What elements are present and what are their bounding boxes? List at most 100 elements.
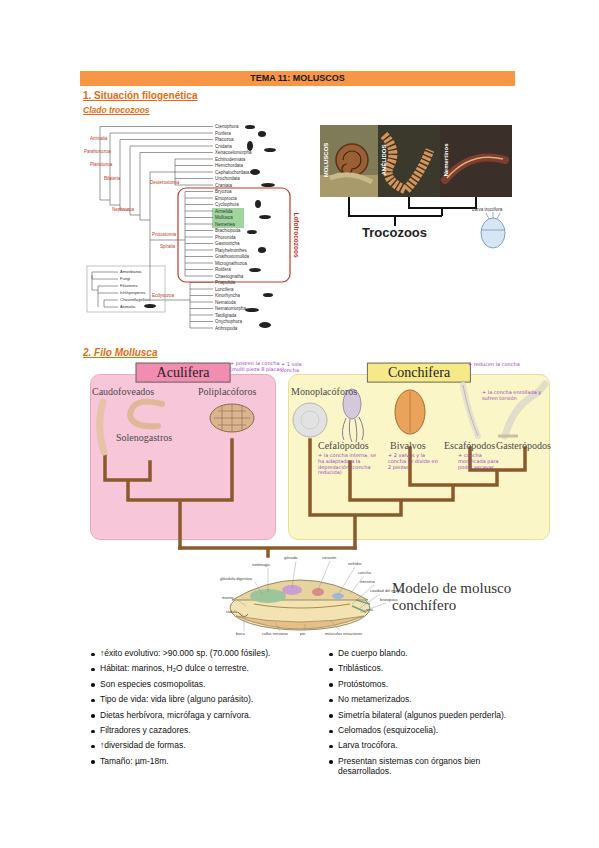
part-label: ano (366, 608, 373, 613)
clade-header: Aculifera (136, 363, 231, 383)
clade-label: Protostomia (152, 232, 176, 237)
taxon-label: Platyhelminthes (215, 248, 247, 253)
bullet-dot (91, 668, 95, 672)
part-label: nefridio (348, 562, 361, 567)
part-label: manto (222, 596, 233, 601)
photo-label: MOLUSCOS (323, 143, 330, 178)
title-band (80, 71, 515, 86)
handwritten-note: + 2 valvas y la concha se divide en 2 pi… (388, 453, 438, 470)
section-heading: 2. Filo Mollusca (83, 347, 157, 359)
part-label: gónada (284, 556, 297, 561)
taxon-name: Monoplacóforos (291, 386, 357, 398)
inset-label: Choanoflagellata (120, 298, 150, 303)
bullet-item: Hábitat: marinos, H₂O dulce o terrestre. (100, 664, 249, 674)
clade-label: Animalia (90, 136, 107, 141)
taxon-label: Cycliophora (215, 202, 239, 207)
bullet-dot (329, 683, 333, 687)
taxon-label: Kinorhyncha (215, 293, 240, 298)
taxon-label: Xenacoelomorpha (215, 150, 252, 155)
bullet-item: Tipo de vida: vida libre (alguno parásit… (100, 695, 253, 705)
taxon-label: Nemertea (215, 222, 235, 227)
clade-outline (178, 188, 290, 282)
photo-label: ANÉLIDOS (381, 144, 388, 175)
taxon-label: Phoronida (215, 235, 236, 240)
bullet-dot (329, 699, 333, 703)
handwritten-note: + la concha interna, se ha adaptado a la… (318, 453, 382, 476)
bullet-item: ↑éxito evolutivo: >90.000 sp. (70.000 fó… (100, 649, 270, 659)
figure-title: Modelo de molusco conchífero (392, 580, 517, 615)
bullet-dot (329, 653, 333, 657)
handwritten-note: + concha modificada para poder excavar (458, 453, 504, 470)
taxon-label: Bryozoa (215, 189, 232, 194)
part-label: glándula digestiva (220, 577, 252, 582)
taxon-label: Porifera (215, 131, 231, 136)
taxon-label: Ctenophora (215, 124, 239, 129)
page-title: TEMA 11: MOLUSCOS (80, 71, 515, 86)
photo-panel (320, 125, 512, 248)
clade-box: Aculifera (90, 374, 276, 540)
bullet-item: Tamaño: µm-18m. (100, 757, 169, 767)
taxon-name: Poliplacóforos (198, 386, 256, 398)
bullet-item: De cuerpo blando. (338, 649, 513, 659)
section-subheading: Clado trocozoos (83, 106, 150, 116)
photo-label: Nemertinos (443, 143, 450, 176)
taxon-label: Nematoda (215, 300, 236, 305)
bullet-item: ↑diversidad de formas. (100, 741, 186, 751)
handwritten-note: + reducen la concha (468, 362, 528, 368)
bullet-dot (91, 730, 95, 734)
clade-header: Conchifera (367, 363, 471, 383)
part-label: intestino (360, 580, 375, 585)
bullet-item: No metamerizados. (338, 695, 513, 705)
bullet-dot (91, 653, 95, 657)
bullet-item: Presentan sistemas con órganos bien desa… (338, 757, 513, 777)
taxon-label: Cnidaria (215, 144, 232, 149)
clade-label: Nephrozoa (112, 207, 134, 212)
bullet-item: Dietas herbívora, micrófaga y carnívora. (100, 711, 251, 721)
taxon-name: Gasterópodos (496, 440, 551, 452)
inset-frame (87, 266, 165, 312)
bullet-item: Son especies cosmopolitas. (100, 680, 205, 690)
phylo-tree (92, 127, 213, 329)
taxon-label: Priapulida (215, 280, 235, 285)
bullet-dot (91, 760, 95, 764)
inset-label: Fungi (120, 277, 130, 282)
inset-label: Filasterea (120, 284, 138, 289)
inset-label: Ichthyosporea (120, 291, 145, 296)
clade-label: Spiralia (160, 244, 175, 249)
part-label: corazón (322, 556, 336, 561)
taxon-name: Caudofoveados (92, 386, 154, 398)
bullet-item: Larva trocófora. (338, 741, 513, 751)
part-label: pie (300, 632, 305, 637)
bullet-dot (329, 745, 333, 749)
taxon-label: Entoprocta (215, 196, 237, 201)
clade-label: Planulozoa (90, 162, 112, 167)
inset-label: Animalia (120, 305, 135, 310)
bullet-dot (91, 683, 95, 687)
mollusc-model (230, 561, 386, 631)
part-label: estómago (252, 563, 270, 568)
taxon-label: Urochordata (215, 176, 240, 181)
taxon-label: Echinodermata (215, 157, 245, 162)
taxon-label: Placozoa (215, 137, 234, 142)
taxon-label: Gnathostomulida (215, 254, 249, 259)
group-label: Trocozoos (362, 226, 427, 241)
bullet-item: Simetría bilateral (algunos pueden perde… (338, 711, 513, 721)
taxon-label: Brachiopoda (215, 228, 240, 233)
bullet-item: Celomados (esquizocelia). (338, 726, 513, 736)
taxon-name: Solenogastros (116, 432, 172, 444)
taxon-name: Bivalvos (390, 440, 426, 452)
part-label: concha (358, 571, 371, 576)
bullet-item: Filtradores y cazadores. (100, 726, 191, 736)
clade-label: Bilateria (104, 176, 120, 181)
taxon-label: Onychophora (215, 319, 242, 324)
inset-label: Amoebozoa (120, 270, 141, 275)
taxon-name: Escafópodos (444, 440, 495, 452)
taxon-label: Chaetognatha (215, 274, 243, 279)
part-label: boca (236, 632, 245, 637)
taxon-label: Loricifera (215, 287, 234, 292)
taxon-label: Mollusca (215, 215, 233, 220)
taxon-label: Arthropoda (215, 326, 237, 331)
bullet-dot (329, 714, 333, 718)
taxon-label: Craniata (215, 183, 232, 188)
